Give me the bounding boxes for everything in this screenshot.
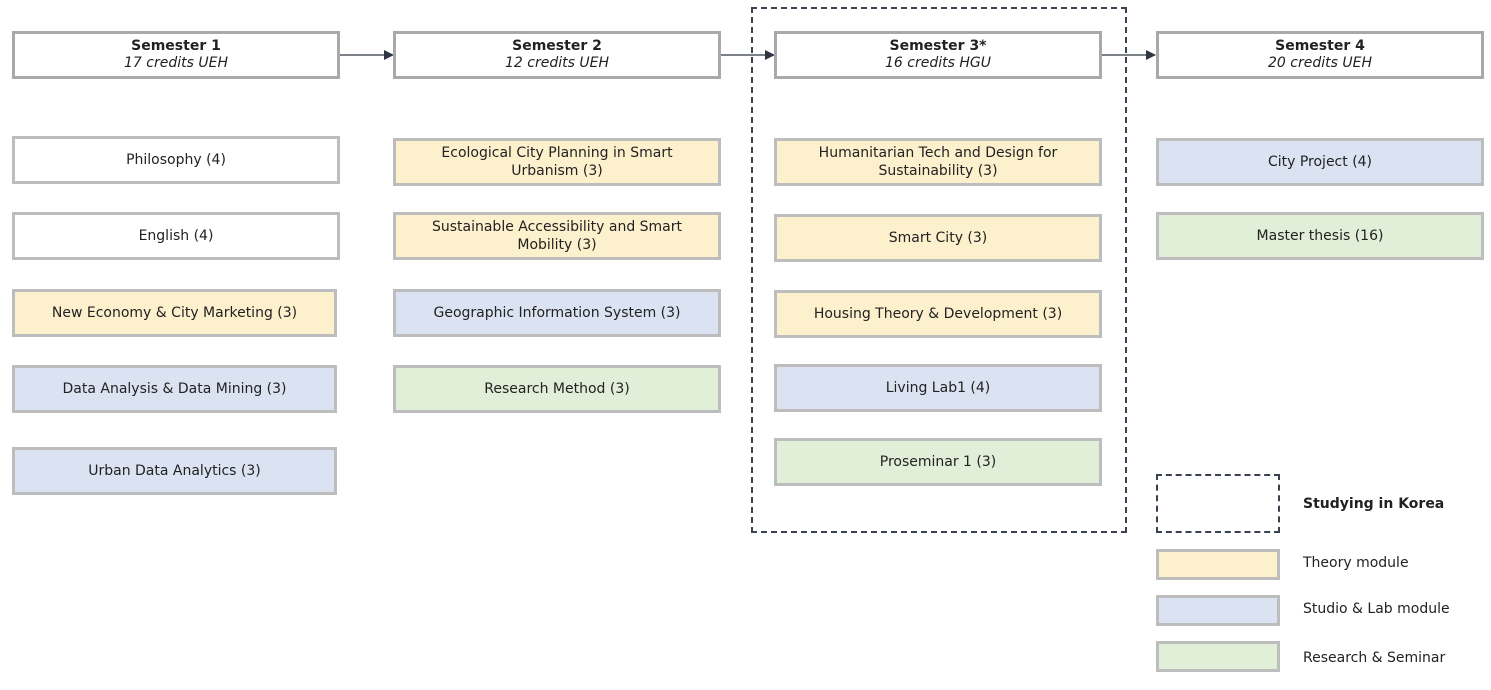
module-label: Proseminar 1 (3) — [879, 454, 997, 470]
semester-4-title: Semester 4 — [1275, 38, 1365, 54]
module-box: Research Method (3) — [393, 365, 721, 413]
semester-2-title: Semester 2 — [512, 38, 602, 54]
module-label: New Economy & City Marketing (3) — [51, 305, 298, 321]
module-label: Data Analysis & Data Mining (3) — [62, 381, 287, 397]
module-box: City Project (4) — [1156, 138, 1484, 186]
module-label: English (4) — [138, 228, 214, 244]
module-box: Data Analysis & Data Mining (3) — [12, 365, 337, 413]
module-box: New Economy & City Marketing (3) — [12, 289, 337, 337]
korea-region-dashed-frame — [751, 7, 1127, 533]
semester-3-header: Semester 3* 16 credits HGU — [774, 31, 1102, 79]
legend-korea-swatch — [1156, 474, 1280, 533]
module-label: Master thesis (16) — [1256, 228, 1384, 244]
legend-studio-label: Studio & Lab module — [1303, 601, 1450, 617]
legend-studio-swatch — [1156, 595, 1280, 626]
semester-1-header: Semester 1 17 credits UEH — [12, 31, 340, 79]
semester-3-title: Semester 3* — [889, 38, 987, 54]
module-label: Living Lab1 (4) — [885, 380, 991, 396]
semester-2-header: Semester 2 12 credits UEH — [393, 31, 721, 79]
module-label: Smart City (3) — [888, 230, 988, 246]
semester-4-credits: 20 credits UEH — [1268, 55, 1372, 71]
module-label: City Project (4) — [1267, 154, 1373, 170]
module-label: Philosophy (4) — [126, 152, 226, 168]
module-box: Urban Data Analytics (3) — [12, 447, 337, 495]
module-label: Research Method (3) — [484, 381, 630, 397]
module-box: Master thesis (16) — [1156, 212, 1484, 260]
module-label: Urban Data Analytics (3) — [88, 463, 261, 479]
legend-korea-label: Studying in Korea — [1303, 496, 1445, 512]
module-label: Sustainable Accessibility and Smart Mobi… — [431, 219, 683, 253]
module-label: Humanitarian Tech and Design for Sustain… — [818, 145, 1058, 179]
module-label: Housing Theory & Development (3) — [813, 306, 1063, 322]
legend-theory-label: Theory module — [1303, 555, 1409, 571]
module-box: Humanitarian Tech and Design for Sustain… — [774, 138, 1102, 186]
module-label: Ecological City Planning in Smart Urbani… — [441, 145, 673, 179]
module-box: Living Lab1 (4) — [774, 364, 1102, 412]
module-box: English (4) — [12, 212, 340, 260]
semester-1-title: Semester 1 — [131, 38, 221, 54]
module-box: Geographic Information System (3) — [393, 289, 721, 337]
legend-research-label: Research & Seminar — [1303, 650, 1446, 666]
module-box: Philosophy (4) — [12, 136, 340, 184]
module-box: Sustainable Accessibility and Smart Mobi… — [393, 212, 721, 260]
semester-1-credits: 17 credits UEH — [124, 55, 228, 71]
module-box: Ecological City Planning in Smart Urbani… — [393, 138, 721, 186]
legend-theory-swatch — [1156, 549, 1280, 580]
module-box: Proseminar 1 (3) — [774, 438, 1102, 486]
semester-4-header: Semester 4 20 credits UEH — [1156, 31, 1484, 79]
semester-3-credits: 16 credits HGU — [885, 55, 991, 71]
module-box: Smart City (3) — [774, 214, 1102, 262]
legend-research-swatch — [1156, 641, 1280, 672]
module-label: Geographic Information System (3) — [433, 305, 681, 321]
semester-2-credits: 12 credits UEH — [505, 55, 609, 71]
module-box: Housing Theory & Development (3) — [774, 290, 1102, 338]
